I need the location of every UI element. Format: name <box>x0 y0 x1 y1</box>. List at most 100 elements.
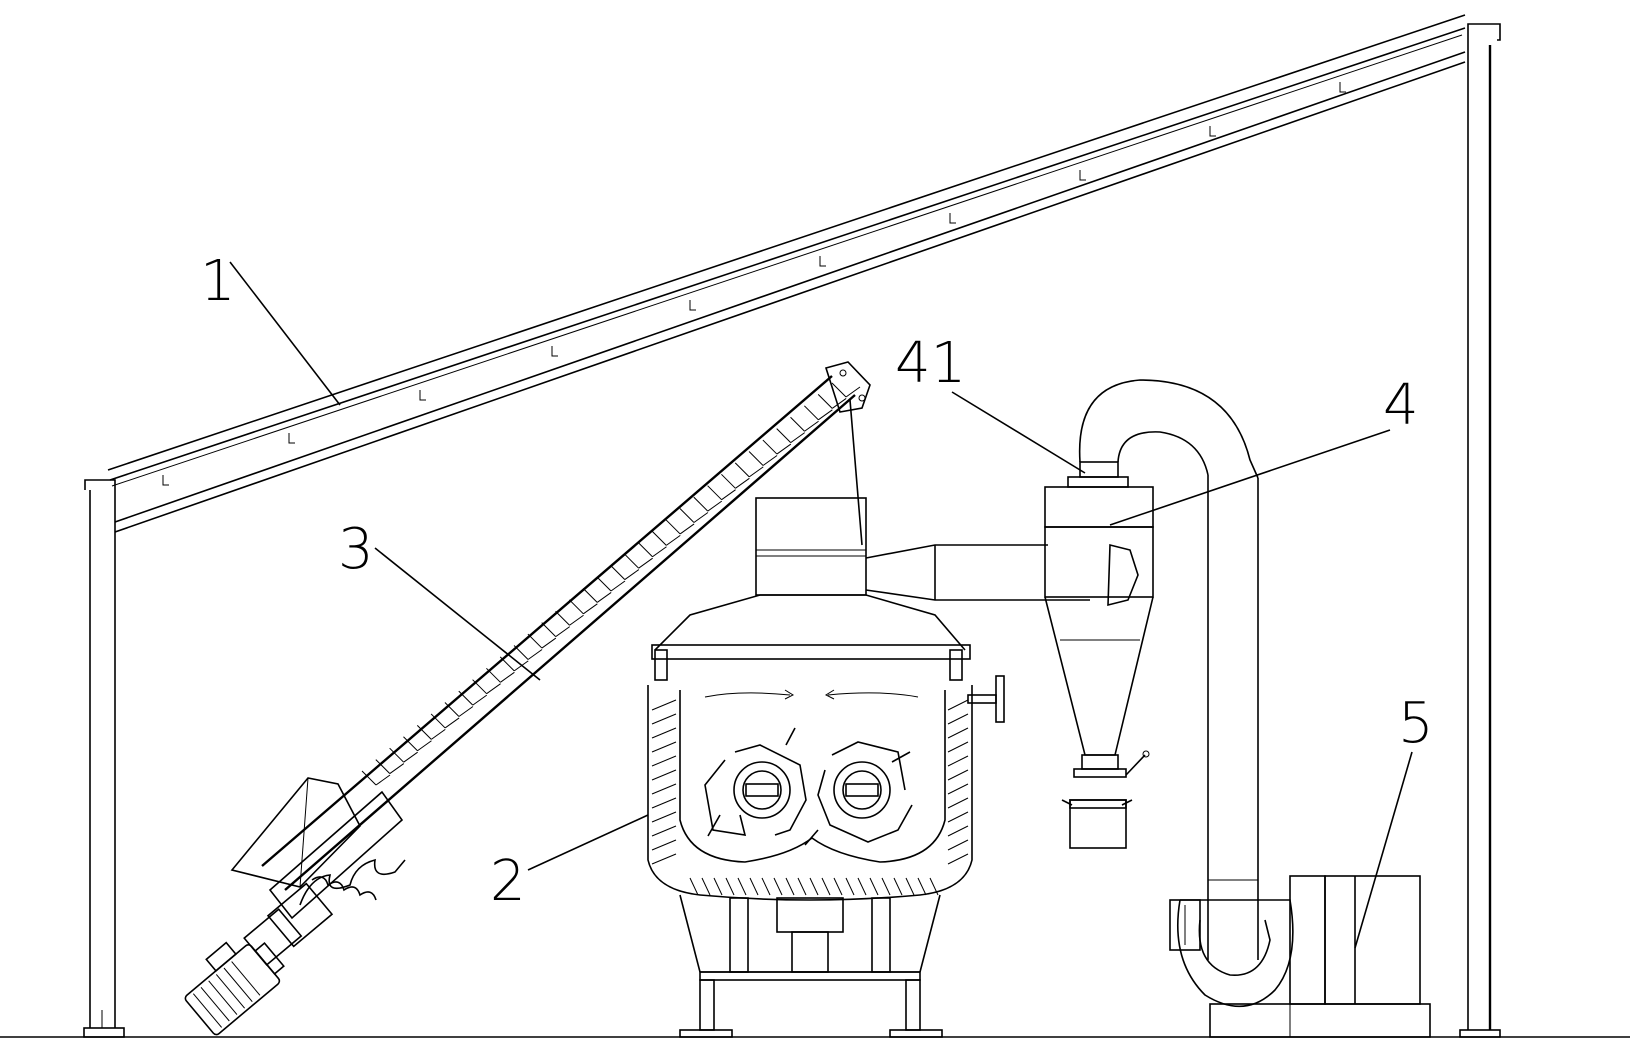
screw-flight <box>748 466 764 478</box>
screw-flight <box>610 565 626 580</box>
screw-flight <box>375 759 391 774</box>
jacket-hatch <box>881 877 891 896</box>
screw-flight <box>721 473 736 489</box>
label-cyclone-outlet: 41 <box>895 331 966 396</box>
jacket-hatch <box>749 877 759 896</box>
label-roof: 1 <box>200 249 236 314</box>
jacket-hatch <box>947 741 969 753</box>
screw-flight <box>596 576 612 592</box>
jacket-hatch <box>947 713 969 725</box>
callout-labels: 1 3 2 41 4 5 <box>200 249 1434 949</box>
screw-flight <box>513 645 529 660</box>
jacket-hatch <box>713 877 723 896</box>
jacket-hatch <box>651 713 677 725</box>
screw-flight <box>831 398 847 409</box>
screw-flight <box>638 557 653 569</box>
jacket-hatch <box>947 797 969 809</box>
cyclone-separator <box>1044 461 1154 849</box>
screw-flight <box>527 649 543 660</box>
screw-flight <box>472 694 488 706</box>
jacket-hatch <box>821 877 831 896</box>
jacket-hatch <box>947 825 969 837</box>
screw-flight <box>527 633 543 649</box>
jacket-hatch <box>947 727 969 739</box>
screw-flight <box>624 569 640 580</box>
screw-flight <box>596 592 612 603</box>
screw-flight <box>541 622 557 638</box>
jacket-hatch <box>651 783 677 795</box>
screw-flight <box>735 477 750 489</box>
jacket-hatch <box>833 877 843 896</box>
screw-flight <box>568 599 584 615</box>
screw-flight <box>638 542 653 558</box>
screw-flight <box>693 496 709 512</box>
screw-flight <box>776 443 792 455</box>
jacket-hatch <box>947 755 969 767</box>
screw-flight <box>790 432 805 444</box>
screw-flight <box>707 485 722 501</box>
screw-flight <box>665 519 681 535</box>
screw-flight <box>845 386 861 398</box>
screw-flight <box>472 679 487 695</box>
jacket-hatch <box>947 783 969 795</box>
screw-flight <box>431 728 446 740</box>
label-screw-conveyor: 3 <box>338 517 374 582</box>
screw-flight <box>707 500 723 512</box>
screw-flight <box>430 713 446 729</box>
screw-conveyor <box>184 361 871 1036</box>
screw-flight <box>416 724 432 740</box>
screw-flight <box>666 534 681 546</box>
screw-flight <box>803 405 819 421</box>
screw-flight <box>790 416 805 432</box>
screw-flight <box>652 546 667 558</box>
connecting-duct <box>865 544 1090 601</box>
screw-flight <box>389 763 405 774</box>
screw-flight <box>804 420 819 432</box>
jacket-hatch <box>947 699 969 711</box>
screw-flight <box>486 683 501 695</box>
jacket-hatch <box>651 825 677 837</box>
jacket-hatch <box>947 839 969 851</box>
screw-flight <box>417 740 432 752</box>
screw-flight <box>555 610 570 626</box>
screw-flight <box>679 508 695 523</box>
jacket-hatch <box>725 877 735 896</box>
jacket-hatch <box>651 699 677 711</box>
jacket-hatch <box>651 741 677 753</box>
jacket-hatch <box>845 877 855 896</box>
screw-flight <box>748 451 764 466</box>
screw-flight <box>679 523 695 535</box>
jacket-hatch <box>947 853 969 865</box>
screw-flight <box>583 603 598 615</box>
jacket-hatch <box>929 877 939 896</box>
screw-flight <box>762 455 778 466</box>
jacket-hatch <box>651 727 677 739</box>
jacket-hatch <box>773 877 783 896</box>
jacket-hatch <box>701 877 711 896</box>
screw-flight <box>458 690 474 706</box>
screw-flight <box>403 736 418 752</box>
screw-flight <box>734 462 750 478</box>
screw-flight <box>375 774 391 786</box>
screw-flight <box>651 530 667 546</box>
screw-flight <box>831 382 847 398</box>
screw-flight <box>818 409 833 421</box>
screw-flight <box>721 489 736 501</box>
jacket-hatch <box>651 797 677 809</box>
screw-flight <box>458 706 474 717</box>
jacket-hatch <box>893 877 903 896</box>
jacket-hatch <box>737 877 747 896</box>
roof-truss <box>83 14 1501 1038</box>
screw-flight <box>444 702 460 717</box>
screw-flight <box>693 512 709 523</box>
centrifugal-fan <box>1078 379 1431 1038</box>
screw-flight <box>389 747 405 763</box>
label-fan: 5 <box>1398 691 1434 756</box>
jacket-hatch <box>651 811 677 823</box>
jacket-hatch <box>905 877 915 896</box>
jacket-hatch <box>947 811 969 823</box>
jacket-hatch <box>761 877 771 896</box>
jacket-hatch <box>917 877 927 896</box>
jacket-hatch <box>651 755 677 767</box>
